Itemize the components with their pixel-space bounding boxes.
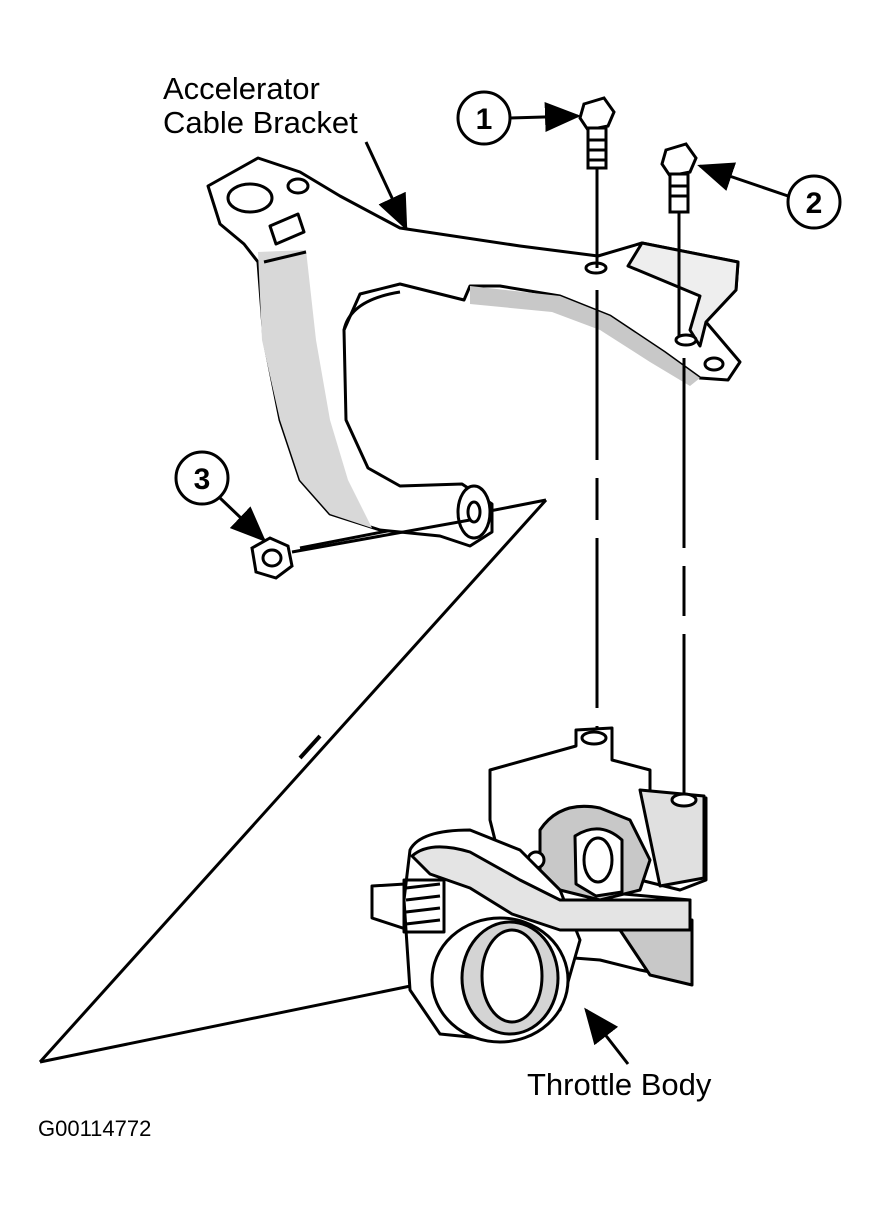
accelerator-cable-bracket-label: Accelerator Cable Bracket [163, 72, 358, 140]
nut-3 [250, 536, 294, 580]
svg-text:1: 1 [476, 103, 493, 136]
throttle-body [370, 726, 708, 1044]
bracket-label-line-1: Accelerator [163, 71, 320, 106]
bolt-2 [660, 142, 698, 214]
figure-id: G00114772 [38, 1116, 152, 1141]
leader-callout-3 [218, 496, 267, 543]
svg-text:3: 3 [194, 463, 211, 496]
leader-callout-1 [509, 101, 581, 132]
leader-callout-2 [697, 162, 789, 198]
bracket-label-line-2: Cable Bracket [163, 105, 358, 140]
bolt-1 [578, 96, 616, 170]
accelerator-cable-bracket [206, 156, 742, 548]
svg-text:2: 2 [806, 187, 823, 220]
callout-2: 2 [786, 174, 842, 230]
callout-3: 3 [174, 450, 230, 506]
callout-1: 1 [456, 90, 512, 146]
leader-bracket [364, 141, 408, 231]
leader-arrows [218, 101, 789, 1065]
throttle-body-label: Throttle Body [527, 1067, 712, 1102]
leader-throttle-body [584, 1007, 630, 1065]
alignment-lines [291, 168, 686, 795]
